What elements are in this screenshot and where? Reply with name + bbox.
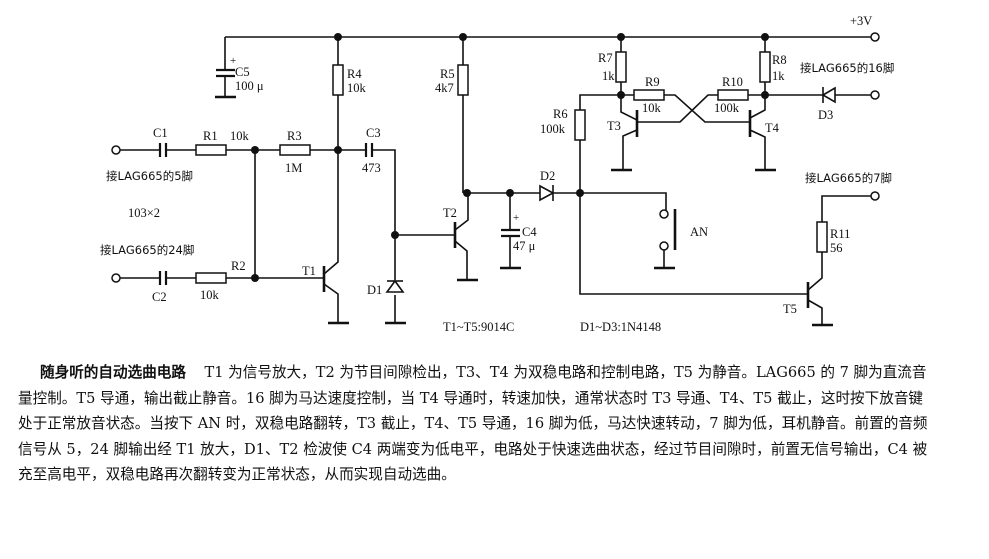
resistor-r5: R5 4k7 xyxy=(435,37,540,197)
svg-text:T5: T5 xyxy=(783,302,797,316)
resistor-r8: R8 1k xyxy=(759,37,787,99)
transistor-t5: T5 xyxy=(783,275,833,327)
svg-text:接LAG665的16脚: 接LAG665的16脚 xyxy=(800,61,894,75)
svg-text:接LAG665的5脚: 接LAG665的5脚 xyxy=(106,169,193,183)
svg-text:T3: T3 xyxy=(607,119,621,133)
svg-text:C3: C3 xyxy=(366,126,381,140)
output-terminal-pin7 xyxy=(870,191,880,201)
svg-text:R10: R10 xyxy=(722,75,743,89)
transistor-t4: T4 xyxy=(748,95,780,172)
svg-text:D1: D1 xyxy=(367,283,382,297)
input-5-path: C1 R1 10k R3 1M C3 473 接LAG665的5脚 103×2 xyxy=(106,126,396,235)
supply-rail: +3V xyxy=(225,14,880,42)
circuit-schematic: +3V + C5 100 μ R4 10k C1 R1 10k R3 1M xyxy=(100,14,894,334)
supply-label: +3V xyxy=(850,14,872,28)
svg-text:D3: D3 xyxy=(818,108,833,122)
transistor-t1: T1 xyxy=(302,150,349,325)
input-24-path: 接LAG665的24脚 C2 R2 10k xyxy=(100,150,310,304)
transistor-note: T1~T5:9014C xyxy=(443,320,514,334)
svg-text:T1: T1 xyxy=(302,264,316,278)
svg-text:R1: R1 xyxy=(203,129,218,143)
svg-text:10k: 10k xyxy=(642,101,662,115)
svg-text:R11: R11 xyxy=(830,227,850,241)
resistor-r6: R6 100k xyxy=(540,94,621,193)
svg-text:C5: C5 xyxy=(235,65,250,79)
svg-text:56: 56 xyxy=(830,241,843,255)
svg-text:AN: AN xyxy=(690,225,708,239)
resistor-r7: R7 1k xyxy=(598,37,627,99)
diode-d1: D1 xyxy=(367,231,455,325)
resistor-r4: R4 10k xyxy=(332,37,367,150)
svg-text:103×2: 103×2 xyxy=(128,206,160,220)
transistor-t2: T2 xyxy=(443,193,478,282)
svg-text:R3: R3 xyxy=(287,129,302,143)
svg-text:+: + xyxy=(230,55,236,67)
svg-text:R2: R2 xyxy=(231,259,246,273)
svg-text:R7: R7 xyxy=(598,51,613,65)
svg-text:100 μ: 100 μ xyxy=(235,79,264,93)
svg-text:C2: C2 xyxy=(152,290,167,304)
supply-terminal xyxy=(870,32,880,42)
resistor-r11: 接LAG665的7脚 R11 56 xyxy=(805,171,892,275)
capacitor-c4: + C4 47 μ xyxy=(500,189,537,270)
svg-text:R8: R8 xyxy=(772,53,787,67)
svg-text:10k: 10k xyxy=(347,81,367,95)
svg-text:473: 473 xyxy=(362,161,381,175)
svg-text:C1: C1 xyxy=(153,126,168,140)
caption-paragraph: 随身听的自动选曲电路 T1 为信号放大，T2 为节目间隙检出，T3、T4 为双稳… xyxy=(18,360,928,488)
caption-title: 随身听的自动选曲电路 xyxy=(40,364,186,381)
svg-text:R6: R6 xyxy=(553,107,568,121)
svg-text:47 μ: 47 μ xyxy=(513,239,536,253)
svg-text:100k: 100k xyxy=(714,101,740,115)
figure-caption: 随身听的自动选曲电路 T1 为信号放大，T2 为节目间隙检出，T3、T4 为双稳… xyxy=(18,360,928,488)
svg-text:D2: D2 xyxy=(540,169,555,183)
input-terminal-pin5 xyxy=(111,145,121,155)
svg-text:1k: 1k xyxy=(602,69,615,83)
svg-text:1M: 1M xyxy=(285,161,302,175)
svg-text:R5: R5 xyxy=(440,67,455,81)
transistor-t3: T3 xyxy=(607,95,639,172)
svg-text:1k: 1k xyxy=(772,69,785,83)
caption-body: T1 为信号放大，T2 为节目间隙检出，T3、T4 为双稳电路和控制电路，T5 … xyxy=(18,364,928,483)
svg-text:+: + xyxy=(513,212,519,224)
svg-text:4k7: 4k7 xyxy=(435,81,454,95)
capacitor-c5: + C5 100 μ xyxy=(215,37,264,99)
diode-d2: D2 xyxy=(539,169,800,295)
input-terminal-pin24 xyxy=(111,273,121,283)
svg-text:10k: 10k xyxy=(230,129,250,143)
diode-d3: D3 接LAG665的16脚 xyxy=(765,61,894,122)
svg-text:R9: R9 xyxy=(645,75,660,89)
output-terminal-pin16 xyxy=(870,90,880,100)
pushbutton-an: AN xyxy=(654,209,708,270)
svg-text:100k: 100k xyxy=(540,122,566,136)
svg-text:T2: T2 xyxy=(443,206,457,220)
svg-text:C4: C4 xyxy=(522,225,537,239)
svg-text:T4: T4 xyxy=(765,121,780,135)
diode-note: D1~D3:1N4148 xyxy=(580,320,661,334)
svg-text:接LAG665的7脚: 接LAG665的7脚 xyxy=(805,171,892,185)
resistor-r9: R9 10k xyxy=(621,75,750,123)
svg-text:接LAG665的24脚: 接LAG665的24脚 xyxy=(100,243,194,257)
svg-text:R4: R4 xyxy=(347,67,362,81)
svg-text:10k: 10k xyxy=(200,288,220,302)
